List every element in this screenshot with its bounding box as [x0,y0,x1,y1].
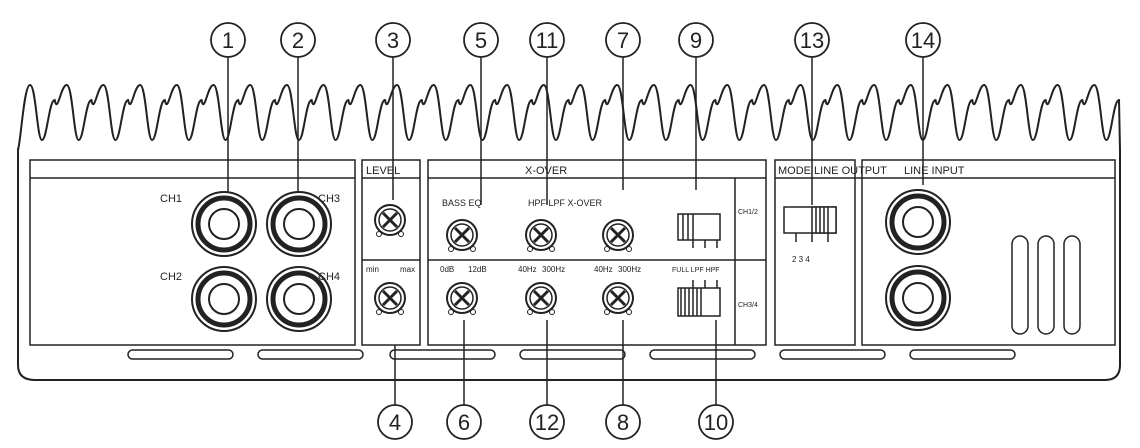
callout-top-number-5: 5 [475,28,487,53]
callout-bottom-number-6: 6 [458,410,470,435]
level-min-label: min [366,265,379,274]
rca-jack-ch1[interactable] [192,192,256,256]
callout-top-circle-11 [529,22,565,58]
rca-panel [29,159,356,346]
callout-bottom-number-8: 8 [617,410,629,435]
bass-eq-knob-rear[interactable] [445,281,479,316]
filter-switch-front[interactable] [677,213,721,248]
level-knob-rear[interactable] [373,281,407,316]
mode-title: MODE LINE OUTPUT [778,165,887,177]
xover-panel [427,159,767,346]
bottom-slots [127,349,1016,360]
callout-bottom-circle-10 [698,404,734,440]
label-ch4: CH4 [318,271,340,283]
callout-bottom-number-4: 4 [389,410,401,435]
label-ch1: CH1 [160,193,182,205]
callout-bottom-circle-4 [377,404,413,440]
callout-bottom-circle-8 [605,404,641,440]
hpf-low-label: 40Hz [518,265,537,274]
level-knob-front[interactable] [373,203,407,238]
callout-top-number-7: 7 [617,28,629,53]
callout-top-number-2: 2 [292,28,304,53]
filter-switch-label: FULL LPF HPF [672,267,720,274]
level-panel [361,159,421,346]
lpf-low-label: 40Hz [594,265,613,274]
callout-top-circle-13 [794,22,830,58]
channel-tag-rear: CH3/4 [738,302,758,309]
xover-title: X-OVER [525,165,567,177]
callout-top-number-9: 9 [690,28,702,53]
callout-bottom-circle-6 [446,404,482,440]
bass-eq-high-label: 12dB [468,265,487,274]
callout-top-number-13: 13 [800,28,824,53]
callout-top-circle-9 [678,22,714,58]
line-input-jack-bottom[interactable] [886,266,950,330]
line-input-panel [861,159,1116,346]
rca-jack-ch2[interactable] [192,267,256,331]
label-ch2: CH2 [160,271,182,283]
bass-eq-knob-front[interactable] [445,218,479,253]
bass-eq-label: BASS EQ [442,198,482,208]
level-title: LEVEL [366,165,400,177]
hpf-knob-front[interactable] [524,218,558,253]
callout-top-circle-3 [375,22,411,58]
lpf-knob-rear[interactable] [601,281,635,316]
line-input-jack-top[interactable] [886,190,950,254]
callouts-bottom: 4 6 12 8 10 [377,320,734,440]
callout-top-circle-1 [210,22,246,58]
mode-switch[interactable] [783,206,837,242]
heatsink-fins [17,83,1121,151]
callouts-top: 1 2 3 5 11 7 9 13 14 [210,22,941,205]
callout-top-circle-2 [280,22,316,58]
label-ch3: CH3 [318,193,340,205]
filter-switch-rear[interactable] [677,280,721,317]
callout-top-number-3: 3 [387,28,399,53]
lpf-knob-front[interactable] [601,218,635,253]
level-max-label: max [400,265,415,274]
callout-top-number-1: 1 [222,28,234,53]
callout-bottom-circle-12 [529,404,565,440]
callout-bottom-number-10: 10 [704,410,728,435]
mode-panel [774,159,1115,346]
vent-slots [1011,235,1081,335]
bass-eq-low-label: 0dB [440,265,454,274]
callout-top-circle-5 [463,22,499,58]
callout-top-circle-7 [605,22,641,58]
callout-top-circle-14 [905,22,941,58]
hpf-knob-rear[interactable] [524,281,558,316]
chassis-outline [17,148,1121,381]
callout-top-number-14: 14 [911,28,935,53]
filter-header-label: HPF LPF X-OVER [528,198,603,208]
lpf-high-label: 300Hz [618,265,641,274]
hpf-high-label: 300Hz [542,265,565,274]
callout-bottom-number-12: 12 [535,410,559,435]
channel-tag-front: CH1/2 [738,209,758,216]
mode-positions-label: 2 3 4 [792,255,810,264]
callout-top-number-11: 11 [536,28,559,53]
line-input-title: LINE INPUT [904,165,965,177]
